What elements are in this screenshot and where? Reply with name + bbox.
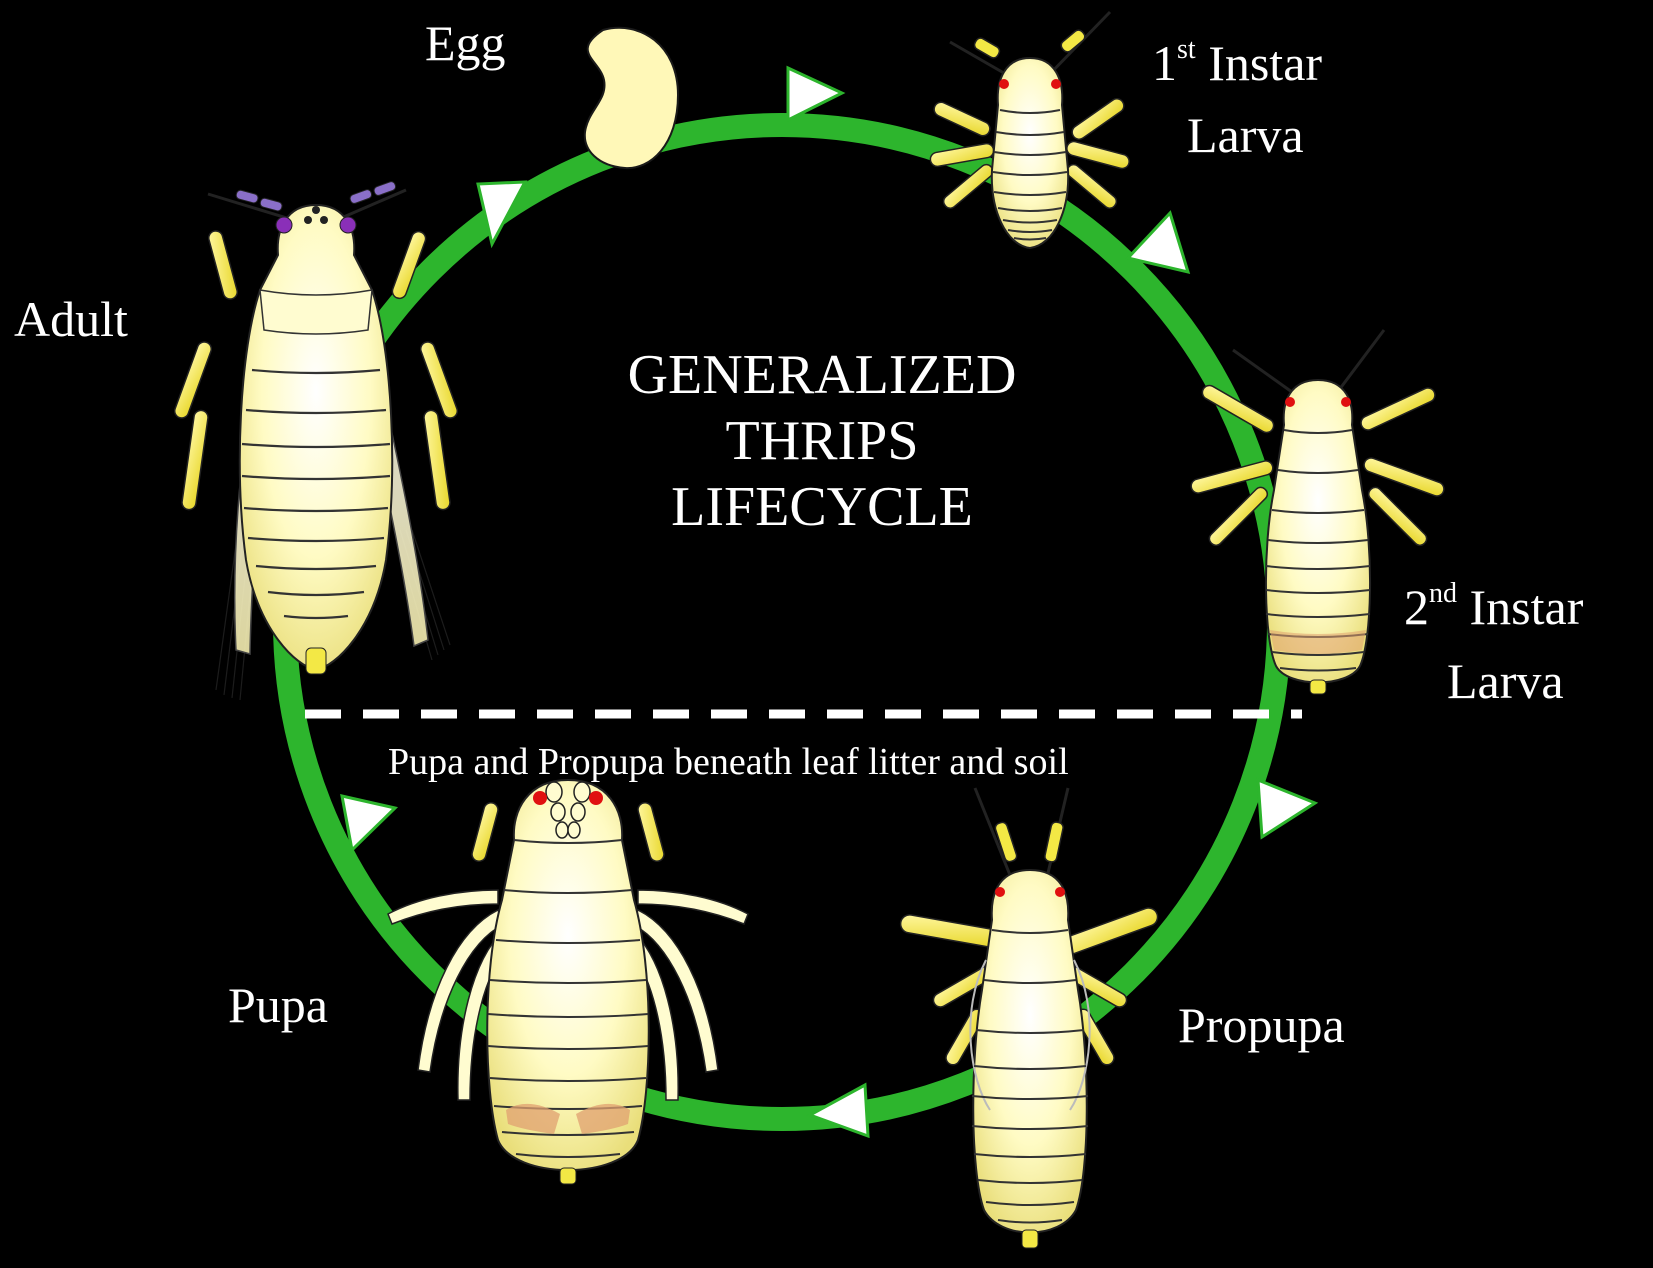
stage-label-propupa: Propupa	[1178, 1000, 1345, 1050]
stage-label-first-instar-line2: Larva	[1187, 110, 1304, 160]
arrow-icon	[1258, 780, 1315, 837]
stage-label-first-instar: 1st Instar	[1152, 38, 1322, 88]
adult-illustration	[173, 181, 460, 700]
stage-label-egg: Egg	[425, 18, 506, 68]
pupa-illustration	[388, 780, 748, 1184]
stage-label-adult: Adult	[14, 294, 128, 344]
arrow-icon	[342, 796, 395, 850]
first-instar-larva-illustration	[929, 12, 1130, 248]
title-line: THRIPS	[582, 408, 1062, 474]
title-line: GENERALIZED	[582, 342, 1062, 408]
cycle-ring	[285, 125, 1279, 1119]
propupa-illustration	[899, 788, 1160, 1248]
stage-label-second-instar-line2: Larva	[1447, 656, 1564, 706]
egg-illustration	[585, 28, 678, 168]
soil-note: Pupa and Propupa beneath leaf litter and…	[388, 740, 1069, 784]
title-line: LIFECYCLE	[582, 474, 1062, 540]
stage-label-pupa: Pupa	[228, 980, 328, 1030]
diagram-title: GENERALIZED THRIPS LIFECYCLE	[582, 342, 1062, 540]
stage-label-second-instar: 2nd Instar	[1404, 582, 1583, 632]
arrow-icon	[788, 68, 842, 120]
